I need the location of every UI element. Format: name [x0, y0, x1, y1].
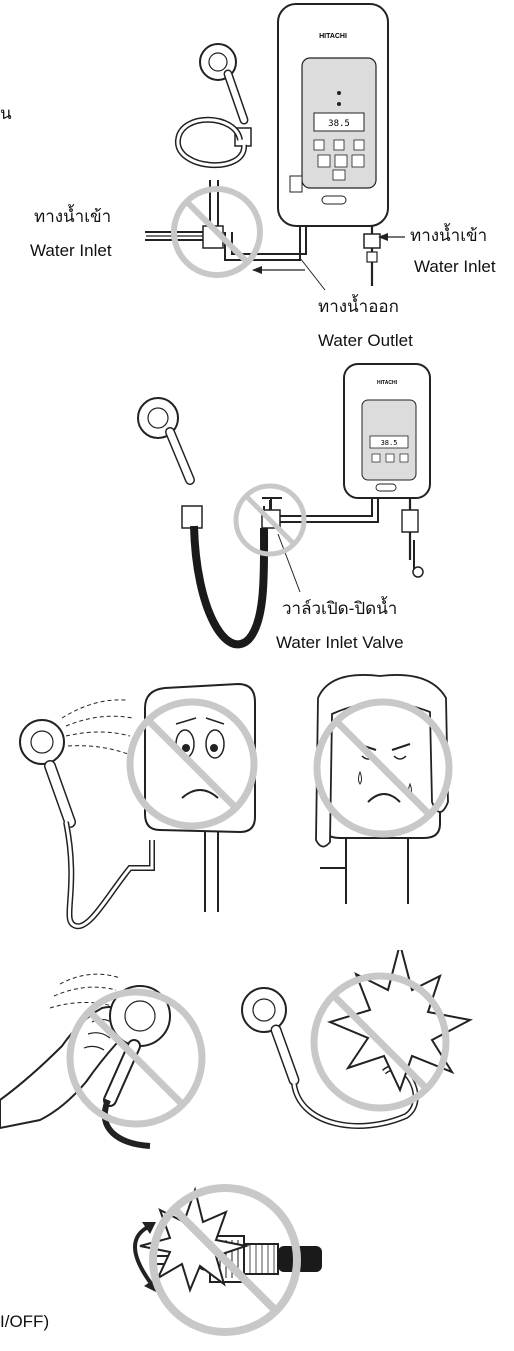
- shower-head-icon: [178, 44, 251, 165]
- valve-thai: วาล์วเปิด-ปิดน้ำ: [282, 598, 397, 620]
- inlet-left-english: Water Inlet: [30, 240, 112, 262]
- water-heater-icon: HITACHI 38.5: [278, 4, 388, 226]
- figure-no-overtightening: [0, 1160, 514, 1351]
- outlet-thai: ทางน้ำออก: [318, 296, 399, 318]
- shower-head-icon: [138, 398, 264, 644]
- water-heater-icon: [316, 675, 448, 904]
- figure-installation-inlet-outlet: HITACHI 38.5: [0, 0, 514, 360]
- water-heater-icon: HITACHI 38.5: [344, 364, 430, 498]
- heater-brand: HITACHI: [319, 33, 347, 40]
- outlet-english: Water Outlet: [318, 330, 413, 352]
- figure-no-water-on-heater: [0, 672, 514, 932]
- figure-inlet-valve: HITACHI 38.5: [0, 360, 514, 670]
- heater-brand-small: HITACHI: [377, 380, 398, 386]
- inlet-left-thai: ทางน้ำเข้า: [34, 206, 111, 228]
- heater-display: 38.5: [328, 119, 350, 129]
- explosion-icon: [330, 950, 470, 1090]
- inlet-right-english: Water Inlet: [414, 256, 496, 278]
- inlet-right-thai: ทางน้ำเข้า: [410, 225, 487, 247]
- figure-no-blocking-no-kinking: [0, 950, 514, 1150]
- prohibition-sign-icon: [236, 486, 304, 554]
- heater-display-small: 38.5: [381, 439, 398, 447]
- valve-english: Water Inlet Valve: [276, 632, 404, 654]
